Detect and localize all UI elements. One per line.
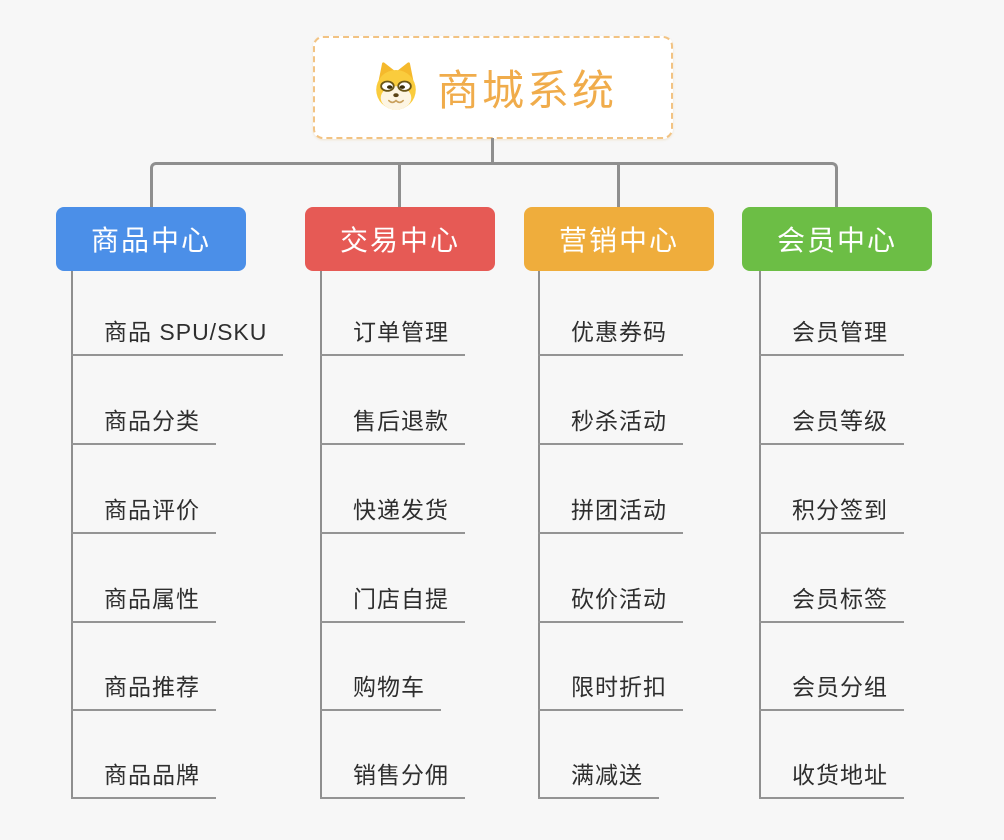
root-title: 商城系统 bbox=[436, 67, 617, 114]
leaf-node[interactable]: 限时折扣 bbox=[538, 672, 683, 711]
branch-member-center[interactable]: 会员中心 bbox=[742, 207, 932, 271]
leaf-node[interactable]: 满减送 bbox=[538, 760, 659, 799]
root-node[interactable]: 商城系统 bbox=[313, 36, 673, 139]
branch-product-center[interactable]: 商品中心 bbox=[56, 207, 246, 271]
leaf-node[interactable]: 砍价活动 bbox=[538, 584, 683, 623]
leaf-node[interactable]: 订单管理 bbox=[320, 317, 465, 356]
leaf-node[interactable]: 快递发货 bbox=[320, 495, 465, 534]
trunk-member-center bbox=[759, 271, 761, 799]
leaf-node[interactable]: 秒杀活动 bbox=[538, 406, 683, 445]
leaf-node[interactable]: 售后退款 bbox=[320, 406, 465, 445]
trunk-product-center bbox=[71, 271, 73, 799]
connector-root-stem bbox=[491, 138, 494, 164]
leaf-node[interactable]: 积分签到 bbox=[759, 495, 904, 534]
leaf-node[interactable]: 门店自提 bbox=[320, 584, 465, 623]
leaf-node[interactable]: 会员分组 bbox=[759, 672, 904, 711]
leaf-node[interactable]: 商品属性 bbox=[71, 584, 216, 623]
leaf-node[interactable]: 会员管理 bbox=[759, 317, 904, 356]
doge-icon bbox=[369, 61, 423, 115]
branch-label: 会员中心 bbox=[776, 225, 897, 256]
branch-trade-center[interactable]: 交易中心 bbox=[305, 207, 495, 271]
leaf-node[interactable]: 商品品牌 bbox=[71, 760, 216, 799]
branch-label: 交易中心 bbox=[339, 225, 460, 256]
leaf-node[interactable]: 商品推荐 bbox=[71, 672, 216, 711]
leaf-node[interactable]: 会员等级 bbox=[759, 406, 904, 445]
leaf-node[interactable]: 购物车 bbox=[320, 672, 441, 711]
connector-rail bbox=[150, 162, 838, 208]
branch-marketing-center[interactable]: 营销中心 bbox=[524, 207, 714, 271]
leaf-node[interactable]: 商品 SPU/SKU bbox=[71, 317, 284, 356]
leaf-node[interactable]: 收货地址 bbox=[759, 760, 904, 799]
leaf-node[interactable]: 拼团活动 bbox=[538, 495, 683, 534]
leaf-node[interactable]: 商品评价 bbox=[71, 495, 216, 534]
connector-drop-trade bbox=[398, 163, 401, 208]
branch-label: 商品中心 bbox=[90, 225, 211, 256]
leaf-node[interactable]: 商品分类 bbox=[71, 406, 216, 445]
connector-drop-marketing bbox=[617, 163, 620, 208]
leaf-node[interactable]: 销售分佣 bbox=[320, 760, 465, 799]
trunk-marketing-center bbox=[538, 271, 540, 799]
branch-label: 营销中心 bbox=[558, 225, 679, 256]
trunk-trade-center bbox=[320, 271, 322, 799]
leaf-node[interactable]: 优惠券码 bbox=[538, 317, 683, 356]
leaf-node[interactable]: 会员标签 bbox=[759, 584, 904, 623]
